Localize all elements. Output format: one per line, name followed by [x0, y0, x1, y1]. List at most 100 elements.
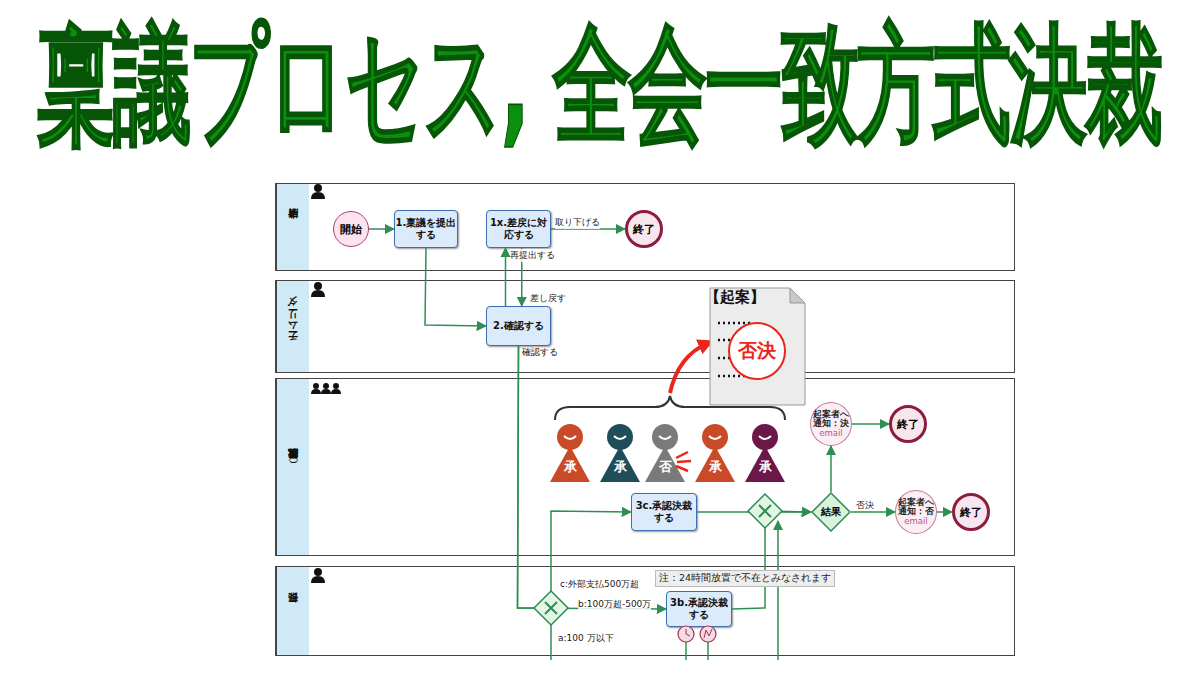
- timer-hand: [686, 629, 690, 636]
- brace: [555, 396, 785, 420]
- callout-arrow: [670, 343, 708, 393]
- sequence-flow: [518, 346, 667, 609]
- group-icon: [321, 389, 331, 394]
- person-icon: [311, 576, 325, 583]
- reject-burst: [676, 452, 691, 471]
- flow-line: [777, 521, 779, 660]
- node-text: 3c.承認決裁 する: [632, 500, 696, 524]
- sequence-flow: [852, 423, 889, 425]
- group-icon: [331, 389, 341, 394]
- end-event: 終了: [625, 210, 663, 248]
- document-heading: 【起案】: [705, 288, 765, 307]
- end-event: 終了: [889, 405, 927, 443]
- node-text: 2.確認する: [493, 320, 544, 332]
- document-dots: [718, 322, 750, 325]
- reject-burst: [677, 461, 691, 462]
- decision-diamond: 結果: [811, 492, 851, 532]
- document-fold: [790, 288, 805, 303]
- diagram-title: 稟議プロセス, 全会一致方式決裁: [0, 20, 1198, 149]
- person-icon: [311, 184, 341, 583]
- sequence-flow: [830, 446, 832, 492]
- sequence-flow: [851, 511, 895, 513]
- node-text: 1x.差戻に対 応する: [487, 217, 550, 241]
- group-icon: [313, 383, 319, 389]
- edge-label: c:外部支払500万超: [560, 578, 639, 591]
- process-box: 1x.差戻に対 応する: [486, 210, 551, 248]
- exclusive-gateway: [748, 494, 782, 528]
- sequence-flow: [425, 248, 486, 326]
- diamond-outline: [812, 493, 850, 531]
- approver-figure: [600, 446, 640, 482]
- process-box: 2.確認する: [486, 306, 551, 346]
- node-text: 終了: [897, 417, 919, 432]
- node-text: 開始: [340, 222, 362, 237]
- edge-label: 差し戻す: [530, 292, 566, 305]
- approver-figure: [607, 424, 633, 450]
- document-dots: [718, 375, 750, 378]
- end-event: 終了: [952, 493, 990, 531]
- process-box: 3c.承認決裁 する: [631, 493, 697, 531]
- approver-mark: 承: [614, 458, 627, 476]
- gateway-x: [545, 602, 557, 614]
- approver-figure: [645, 446, 685, 482]
- figure-smile: [659, 436, 671, 439]
- flow-note: 確認する: [522, 346, 558, 359]
- error-mark: [704, 629, 712, 638]
- node-text: email: [819, 429, 842, 438]
- flow-line: [550, 625, 552, 660]
- approver-mark: 承: [759, 458, 772, 476]
- approver-figure: [652, 424, 678, 450]
- sequence-flow: [369, 228, 394, 230]
- lane-title: 部長: [276, 567, 309, 655]
- swimlane: 承認者（複数）起案者へ 通知：決email終了3c.承認決裁 する結果起案者へ …: [275, 378, 1015, 556]
- person-icon: [314, 184, 322, 192]
- node-text: 終了: [633, 222, 655, 237]
- swimlane: 申請者 開始 1.稟議を提出 する 1x.差戻に対 応する 終了: [275, 183, 1015, 271]
- lane-title: 申請者: [276, 184, 309, 270]
- title-area: 稟議プロセス, 全会一致方式決裁: [0, 20, 1198, 160]
- document-dots: [718, 357, 730, 360]
- figure-smile: [709, 436, 721, 439]
- person-icon: [311, 192, 325, 199]
- edge-label: 再提出する: [510, 249, 555, 262]
- annotation-note: 注：24時間放置で不在とみなされます: [655, 570, 835, 587]
- approver-figure: [702, 424, 728, 450]
- approver-figure: [745, 446, 785, 482]
- figure-smile: [564, 436, 576, 439]
- sequence-flow: [697, 511, 811, 513]
- sequence-flow: [518, 346, 632, 608]
- approver-figure: [752, 424, 778, 450]
- sequence-flow: [521, 248, 523, 306]
- edge-label: 否決: [856, 499, 874, 512]
- document-sheet: [710, 288, 805, 405]
- figure-smile: [759, 436, 771, 439]
- sequence-flow: [937, 511, 952, 513]
- reject-burst: [676, 466, 688, 471]
- approver-figure: [550, 446, 590, 482]
- flow-line: [707, 642, 709, 660]
- swimlane: 部長3b.承認決裁 する: [275, 566, 1015, 656]
- approver-mark: 承: [709, 458, 722, 476]
- email-event: 起案者へ 通知：否email: [895, 490, 937, 534]
- approver-mark: 否: [659, 458, 672, 476]
- approver-figures: [550, 424, 785, 482]
- group-icon: [323, 383, 329, 389]
- approver-figure: [557, 424, 583, 450]
- flow-line: [685, 642, 687, 660]
- node-text: 終了: [960, 505, 982, 520]
- edge-label: b:100万超-500万: [578, 598, 651, 611]
- approver-figure: [695, 446, 735, 482]
- person-icon: [314, 282, 322, 290]
- node-text: 結果: [821, 505, 841, 519]
- person-icon: [311, 290, 325, 297]
- timer-event: [678, 626, 694, 642]
- node-text: 1.稟議を提出 する: [395, 217, 457, 241]
- sequence-flow: [732, 511, 811, 609]
- stamp-text: 否決: [738, 338, 776, 364]
- process-box: 1.稟議を提出 する: [394, 210, 458, 248]
- flow-line: [551, 521, 778, 660]
